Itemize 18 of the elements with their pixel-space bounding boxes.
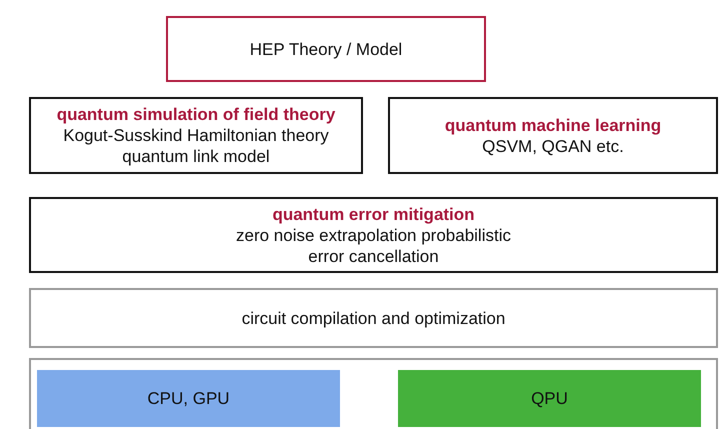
hardware-block — [37, 370, 340, 427]
layer-box — [29, 97, 363, 174]
layer-label: HEP Theory / Model — [250, 38, 402, 60]
hardware-block — [398, 370, 701, 427]
layer-label: QSVM, QGAN etc. — [482, 136, 624, 156]
layer-box — [388, 97, 718, 174]
layer-box — [29, 197, 718, 273]
layer-label: CPU, GPU — [147, 388, 230, 409]
layer-box — [166, 16, 486, 82]
layer-label: circuit compilation and optimization — [242, 308, 506, 328]
layer-box — [29, 288, 718, 348]
layer-heading: quantum simulation of field theory — [56, 104, 336, 125]
layer-label: QPU — [531, 388, 568, 409]
layer-label: Kogut-Susskind Hamiltonian theory quantum link model — [62, 125, 330, 167]
hardware-layer-box — [29, 358, 718, 429]
layer-heading: quantum error mitigation — [272, 204, 475, 224]
layer-label: zero noise extrapolation probabilistic error cancellation — [235, 224, 512, 266]
layer-heading: quantum machine learning — [444, 114, 662, 136]
